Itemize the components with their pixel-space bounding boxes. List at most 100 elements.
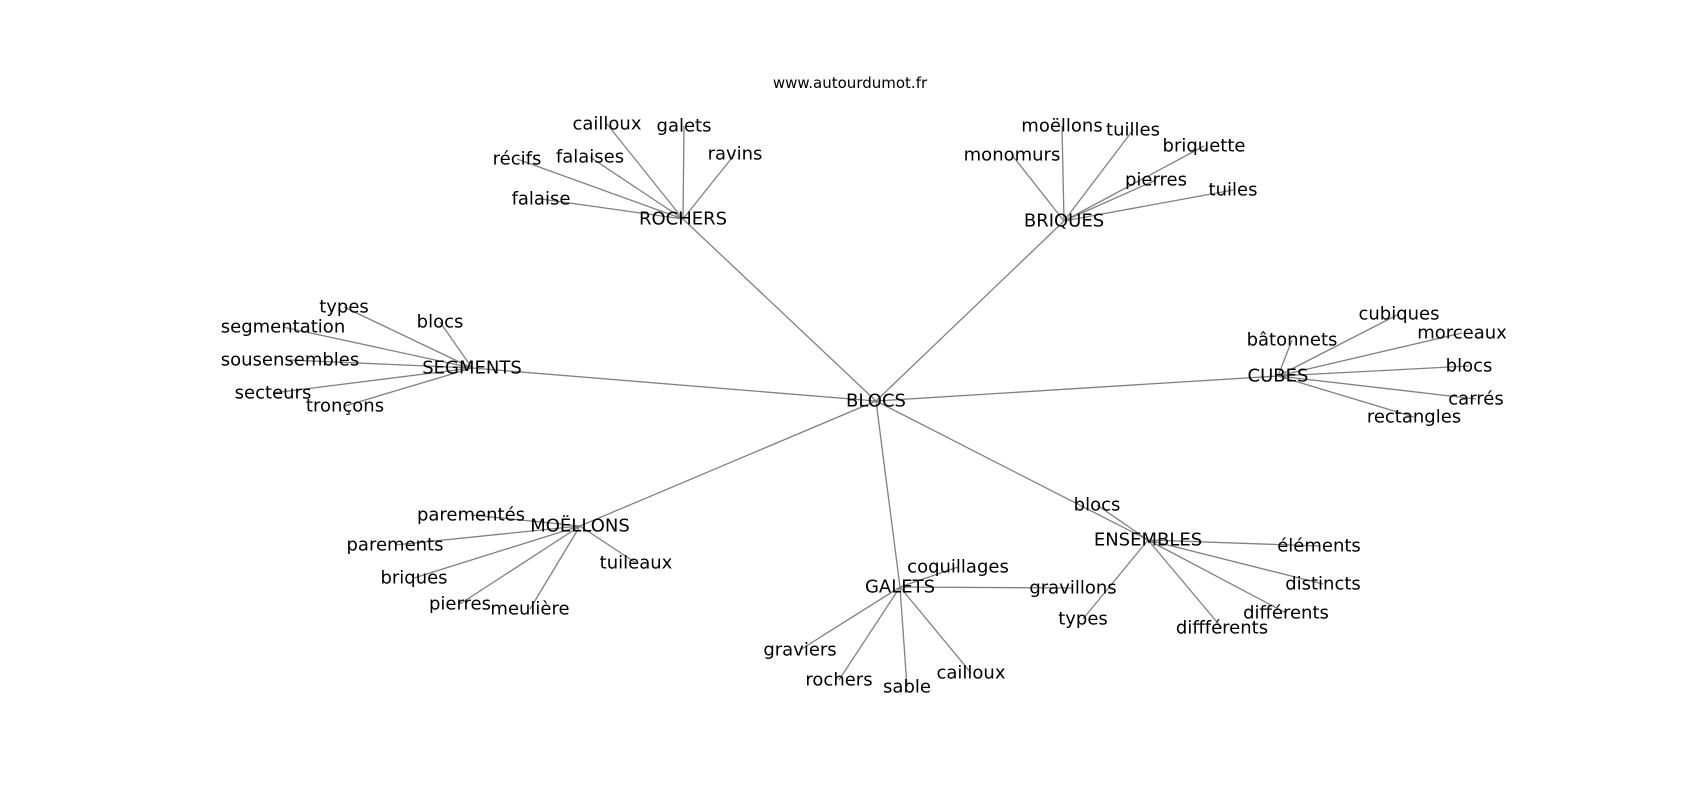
edge-briques-monomurs — [1011, 154, 1065, 222]
edge-cubes-cubiques — [1277, 313, 1400, 377]
leaf-node-paremente: parementés — [417, 505, 525, 526]
leaf-node-graviers: graviers — [763, 640, 836, 661]
edge-galets-h-gravillons — [899, 586, 1074, 589]
leaf-node-types-s: types — [319, 297, 369, 318]
leaf-node-secteurs: secteurs — [235, 383, 312, 404]
leaf-node-briques-m: briques — [380, 568, 447, 589]
hub-node-moellons: MOËLLONS — [530, 516, 630, 537]
leaf-node-elements: éléments — [1277, 536, 1361, 557]
edge-galets-h-cailloux-g — [899, 586, 972, 674]
edge-ensembles-elements — [1147, 539, 1320, 547]
leaf-node-batonnets: bâtonnets — [1247, 330, 1338, 351]
edge-moellons-briques-m — [413, 525, 581, 579]
edge-ensembles-differents2 — [1147, 539, 1223, 629]
edge-galets-h-graviers — [799, 586, 901, 651]
edge-blocs-moellons — [579, 400, 877, 527]
edge-briques-moellons-b — [1061, 125, 1065, 222]
edge-briques-tuiles — [1063, 189, 1234, 222]
edge-cubes-morceaux — [1277, 332, 1463, 377]
leaf-node-monomurs: monomurs — [964, 145, 1061, 166]
leaf-node-ravins: ravins — [708, 144, 763, 165]
edge-blocs-cubes — [875, 375, 1279, 402]
edge-segments-troncons — [344, 367, 473, 407]
leaf-node-pierres-b: pierres — [1125, 170, 1187, 191]
leaf-node-recifs: récifs — [493, 149, 542, 170]
leaf-node-cailloux: cailloux — [572, 114, 641, 135]
leaf-node-troncons: tronçons — [306, 396, 384, 417]
edge-rochers-falaise — [540, 198, 684, 220]
edge-rochers-ravins — [682, 153, 736, 220]
edge-ensembles-types-e — [1082, 539, 1149, 620]
website-watermark: www.autourdumot.fr — [773, 74, 928, 92]
edge-moellons-tuileaux — [579, 525, 637, 564]
leaf-node-tuilles: tuilles — [1106, 120, 1160, 141]
edge-blocs-rochers — [682, 218, 877, 402]
leaf-node-sousensembles: sousensembles — [221, 350, 360, 371]
edge-blocs-briques — [875, 220, 1065, 402]
edge-segments-blocs-s — [439, 321, 473, 369]
leaf-node-meuliere: meulière — [490, 599, 569, 620]
leaf-node-coquillages: coquillages — [907, 557, 1009, 578]
leaf-node-morceaux: morceaux — [1417, 323, 1507, 344]
hub-node-cubes: CUBES — [1248, 366, 1309, 387]
edge-cubes-blocs-c — [1277, 365, 1470, 377]
leaf-node-rochers-g: rochers — [805, 670, 872, 691]
edge-cubes-rectangles — [1277, 375, 1415, 418]
leaf-node-carres: carrés — [1448, 389, 1503, 410]
edges-layer — [272, 123, 1477, 688]
edge-segments-secteurs — [272, 367, 473, 394]
leaf-node-types-e: types — [1058, 609, 1108, 630]
edge-briques-briquette — [1063, 145, 1205, 222]
edge-rochers-recifs — [516, 158, 684, 220]
leaf-node-differents1: différents — [1243, 603, 1329, 624]
leaf-node-tuiles: tuiles — [1209, 180, 1258, 201]
leaf-node-cailloux-g: cailloux — [936, 663, 1005, 684]
edge-rochers-falaises — [589, 156, 684, 220]
leaf-node-distincts: distincts — [1285, 574, 1361, 595]
hub-node-briques: BRIQUES — [1024, 211, 1104, 232]
leaf-node-pierres-m: pierres — [429, 594, 491, 615]
edge-blocs-ensembles — [875, 400, 1149, 541]
leaf-node-blocs-s: blocs — [417, 312, 464, 333]
edge-moellons-parements — [394, 525, 581, 546]
center-node-blocs: BLOCS — [846, 391, 906, 412]
leaf-node-sable: sable — [883, 677, 931, 698]
leaf-node-segmentation: segmentation — [221, 317, 345, 338]
leaf-node-blocs-e: blocs — [1074, 495, 1121, 516]
hub-node-rochers: ROCHERS — [639, 209, 727, 230]
hub-node-ensembles: ENSEMBLES — [1094, 530, 1202, 551]
edge-briques-pierres-b — [1063, 179, 1157, 222]
edge-briques-tuilles — [1063, 129, 1134, 222]
edge-moellons-paremente — [470, 514, 581, 527]
edge-galets-h-coquillages — [899, 566, 959, 588]
edge-cubes-batonnets — [1277, 339, 1293, 377]
leaf-node-falaise: falaise — [512, 189, 571, 210]
hub-node-segments: SEGMENTS — [422, 358, 522, 379]
leaf-node-gravillons: gravillons — [1029, 578, 1116, 599]
leaf-node-parements: parements — [347, 535, 444, 556]
edge-segments-segmentation — [282, 326, 473, 369]
edge-ensembles-differents1 — [1147, 539, 1287, 614]
edge-cubes-carres — [1277, 375, 1477, 400]
edge-ensembles-distincts — [1147, 539, 1324, 585]
edge-rochers-galets — [682, 125, 685, 220]
edge-ensembles-blocs-e — [1096, 504, 1149, 541]
edge-moellons-meuliere — [529, 525, 581, 610]
edge-rochers-cailloux — [606, 123, 684, 220]
leaf-node-blocs-c: blocs — [1446, 356, 1493, 377]
leaf-node-tuileaux: tuileaux — [600, 553, 673, 574]
leaf-node-cubiques: cubiques — [1358, 304, 1439, 325]
leaf-node-galets: galets — [657, 116, 712, 137]
edge-moellons-pierres-m — [459, 525, 581, 605]
leaf-node-briquette: briquette — [1163, 136, 1246, 157]
edge-segments-sousensembles — [289, 359, 473, 369]
edge-galets-h-rochers-g — [838, 586, 901, 681]
leaf-node-falaises: falaises — [556, 147, 624, 168]
labels-layer: www.autourdumot.fr BLOCS ROCHERS cailloux g… — [221, 74, 1507, 698]
edge-blocs-galets-h — [875, 400, 901, 588]
edge-galets-h-sable — [899, 586, 908, 688]
edge-segments-types-s — [343, 306, 473, 369]
hub-node-galets-h: GALETS — [865, 577, 935, 598]
